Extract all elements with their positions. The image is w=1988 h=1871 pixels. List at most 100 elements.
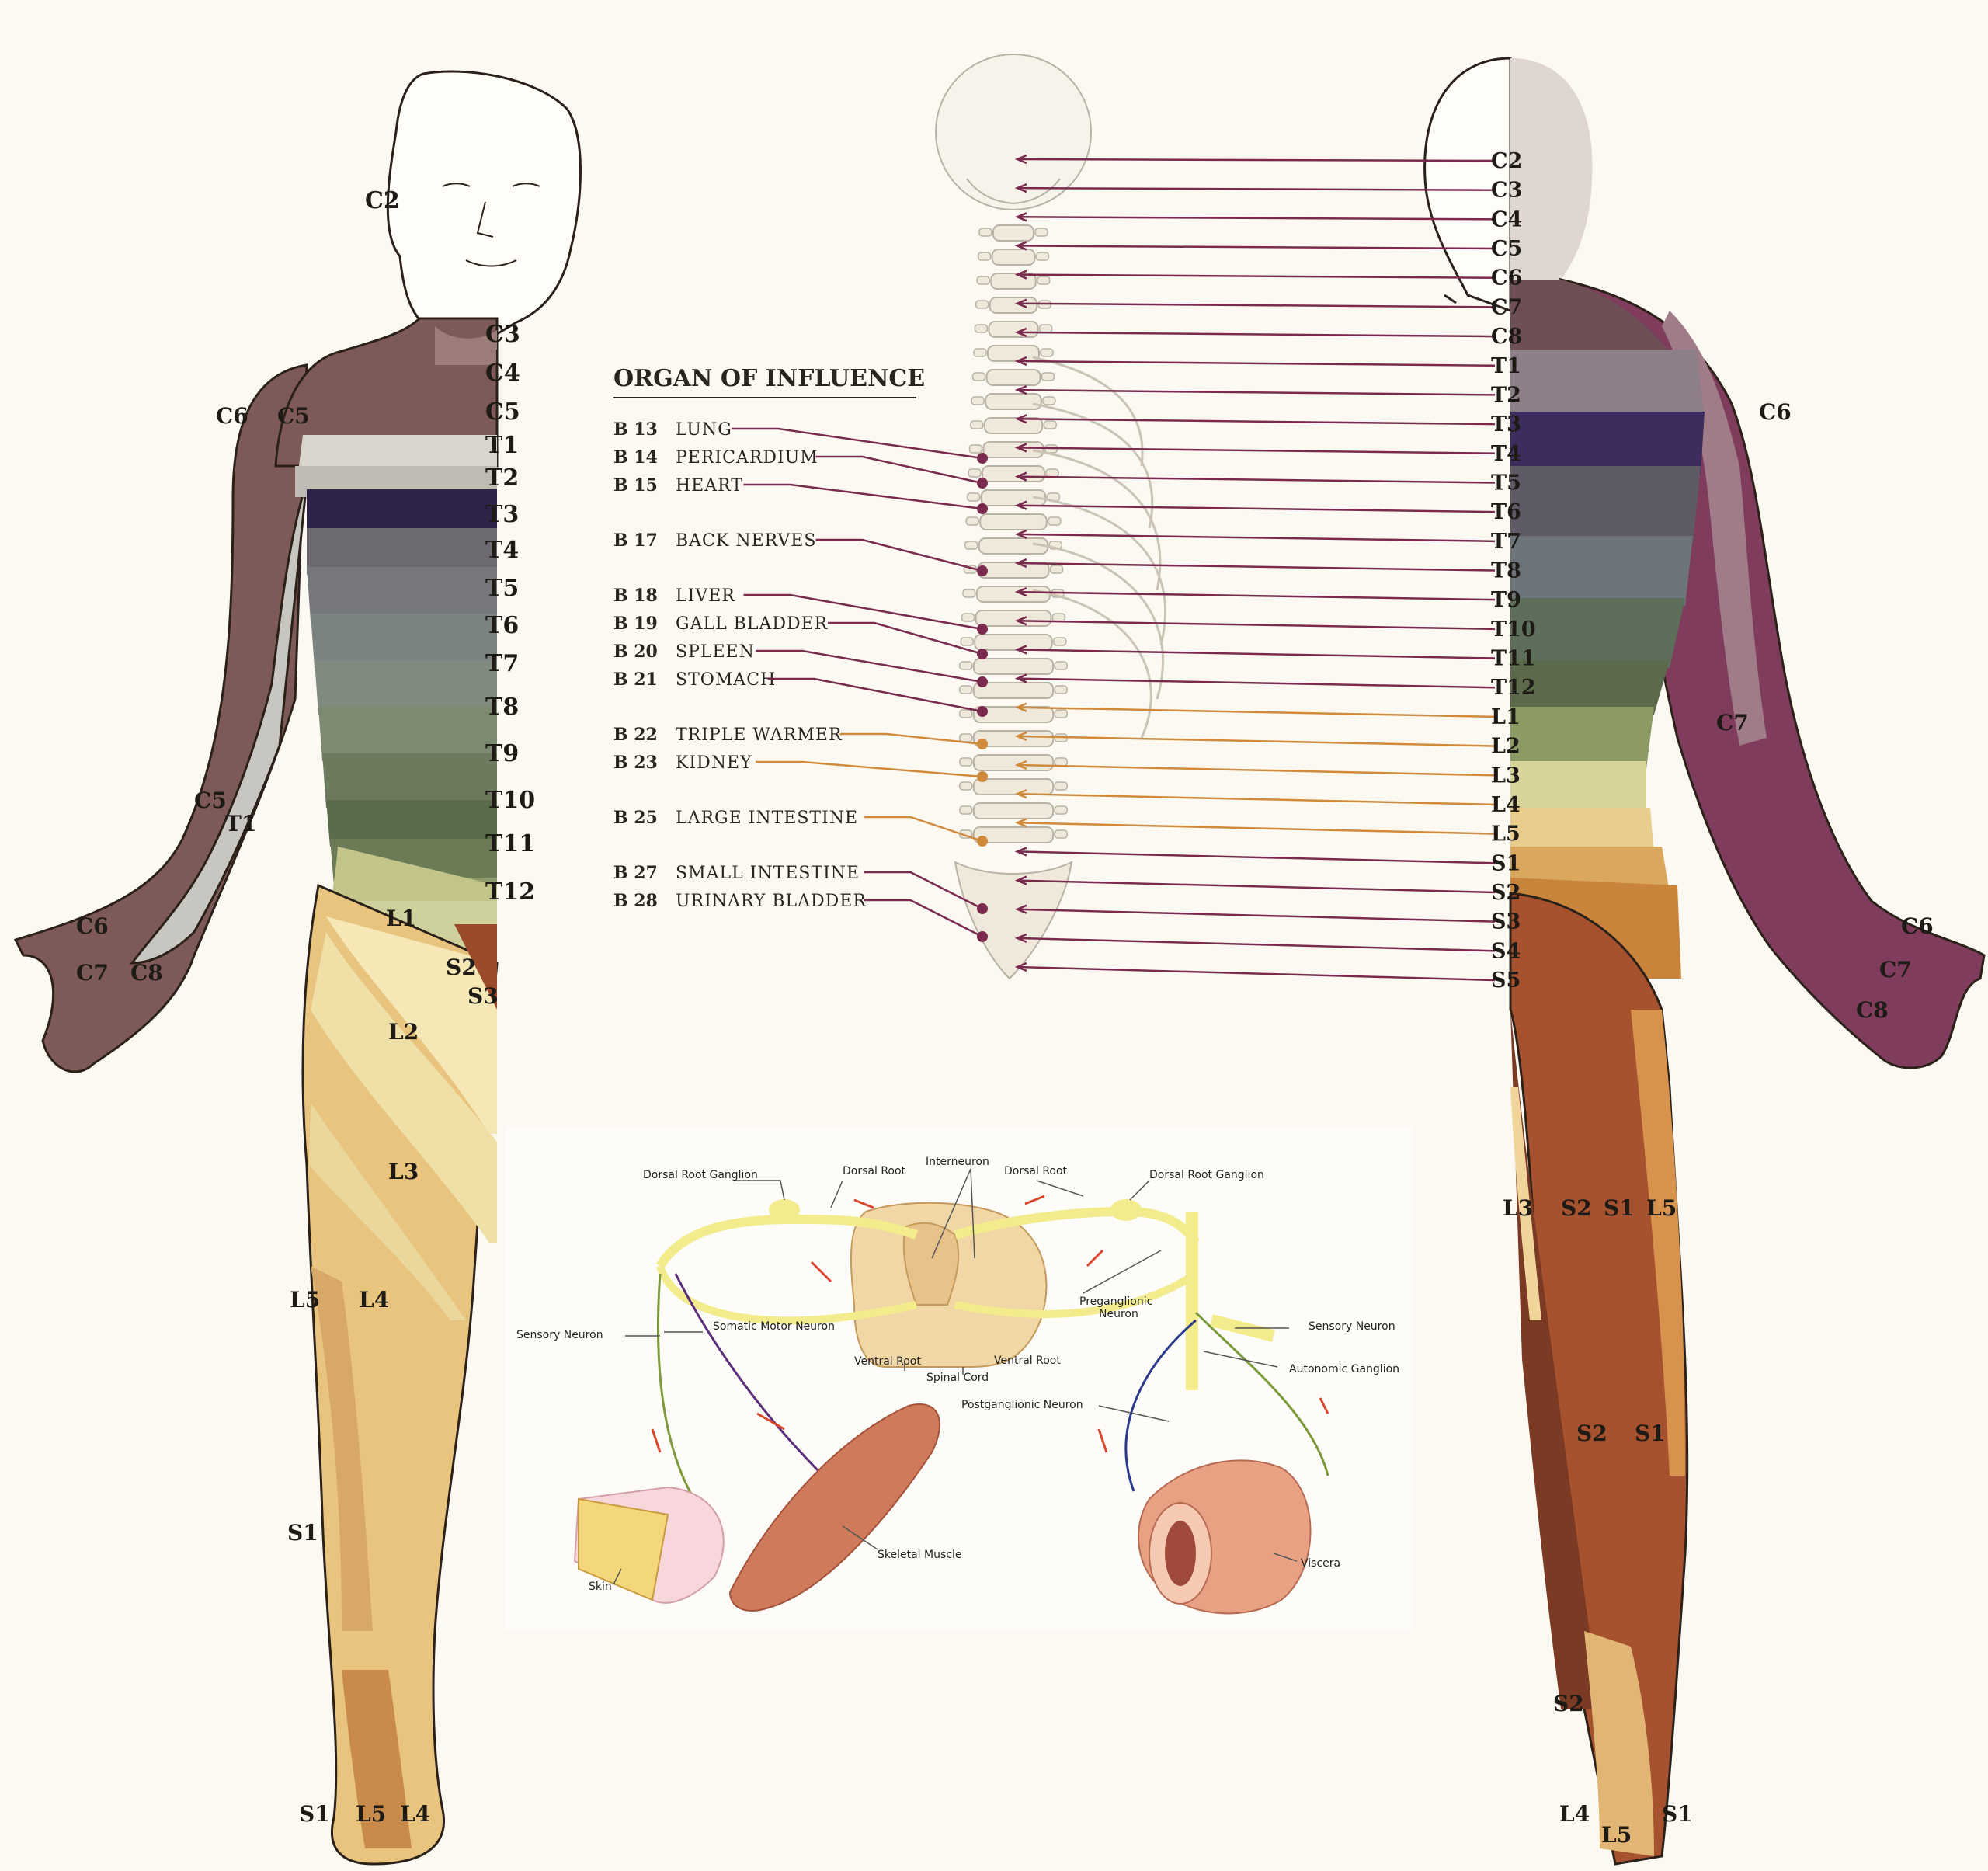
front-label-s1f: S1 [299, 1801, 330, 1827]
level-arrowhead [1014, 933, 1027, 944]
back-label-s2c: S2 [1553, 1691, 1584, 1716]
front-label-c4: C4 [485, 360, 520, 387]
front-label-t4: T4 [485, 537, 519, 564]
front-label-l5f: L5 [356, 1801, 386, 1827]
back-label-c6: C6 [1759, 399, 1792, 425]
level-arrowhead [1014, 731, 1027, 742]
organ-connector-line [864, 899, 983, 938]
level-line [1017, 216, 1496, 221]
level-arrowhead [1014, 356, 1027, 367]
front-label-c2: C2 [365, 187, 400, 214]
back-level-t11: T11 [1491, 647, 1536, 671]
autonomic-ganglion-label: Autonomic Ganglion [1289, 1363, 1399, 1375]
viscera-label: Viscera [1301, 1557, 1340, 1570]
organ-connector-line [743, 593, 983, 631]
level-line [1017, 562, 1496, 572]
organ-point-dot [977, 503, 988, 514]
back-level-c4: C4 [1491, 207, 1522, 231]
organ-name: BACK NERVES [676, 531, 816, 551]
organ-code: B 27 [613, 863, 658, 883]
organ-connector-line [756, 760, 983, 778]
back-label-l5: L5 [1646, 1195, 1677, 1221]
level-line [1017, 677, 1496, 689]
back-label-s2: S2 [1561, 1195, 1592, 1221]
back-label-s2b: S2 [1576, 1421, 1607, 1446]
front-label-l1: L1 [386, 906, 416, 931]
level-line [1017, 533, 1496, 543]
front-label-l4: L4 [359, 1287, 389, 1313]
front-label-t8: T8 [485, 694, 519, 721]
back-label-c7h: C7 [1879, 957, 1912, 982]
organ-point-dot [977, 706, 988, 717]
organ-point-dot [977, 478, 988, 489]
back-level-l2: L2 [1491, 735, 1521, 759]
dorsal-root-ganglion-left-label: Dorsal Root Ganglion [643, 1169, 758, 1181]
organ-connector-line [815, 538, 983, 572]
level-line [1017, 706, 1496, 718]
dorsal-root-ganglion-right-label: Dorsal Root Ganglion [1149, 1169, 1264, 1181]
back-level-t10: T10 [1491, 617, 1536, 642]
organ-point-dot [977, 676, 988, 687]
front-label-c8: C8 [130, 960, 163, 986]
front-label-t3: T3 [485, 501, 519, 528]
level-arrowhead [1014, 212, 1027, 222]
level-line [1017, 792, 1496, 806]
level-arrowhead [1014, 904, 1027, 914]
sensory-neuron-right-label: Sensory Neuron [1309, 1320, 1395, 1333]
back-level-s1: S1 [1491, 851, 1521, 875]
organ-connector-line [743, 483, 983, 510]
spinal-cord-label: Spinal Cord [926, 1372, 989, 1384]
front-label-t7: T7 [485, 650, 519, 677]
front-label-c6a: C6 [216, 403, 248, 429]
front-label-t1: T1 [485, 432, 519, 459]
organ-code: B 20 [613, 642, 658, 662]
level-arrowhead [1014, 586, 1027, 597]
back-level-s4: S4 [1491, 939, 1521, 963]
back-level-c3: C3 [1491, 179, 1522, 203]
level-arrowhead [1014, 500, 1027, 510]
back-level-c5: C5 [1491, 237, 1522, 261]
organ-code: B 19 [613, 614, 658, 634]
organ-connector-line [756, 649, 983, 683]
level-line [1017, 850, 1496, 864]
front-label-l3: L3 [388, 1159, 419, 1184]
organ-connector-line [732, 427, 983, 460]
back-level-c6: C6 [1491, 266, 1522, 290]
front-label-c5b: C5 [194, 788, 227, 813]
level-line [1017, 418, 1496, 426]
back-level-t12: T12 [1491, 676, 1536, 700]
front-label-t1b: T1 [225, 811, 256, 836]
back-level-c2: C2 [1491, 149, 1522, 173]
level-arrowhead [1014, 962, 1027, 972]
level-arrowhead [1014, 616, 1027, 626]
organ-point-dot [977, 739, 988, 749]
back-level-t6: T6 [1491, 500, 1521, 524]
organ-point-dot [977, 771, 988, 782]
level-arrowhead [1014, 183, 1027, 193]
organ-name: TRIPLE WARMER [676, 725, 843, 745]
level-line [1017, 475, 1496, 484]
level-line [1017, 360, 1496, 367]
organ-name: LIVER [676, 586, 735, 606]
front-label-c6b: C6 [76, 913, 109, 939]
back-level-c7: C7 [1491, 295, 1522, 319]
organ-connector-line [815, 455, 983, 485]
organ-point-dot [977, 649, 988, 659]
organ-code: B 25 [613, 808, 658, 828]
organ-code: B 23 [613, 753, 658, 773]
front-body-figure [13, 70, 582, 1866]
back-level-s5: S5 [1491, 969, 1521, 993]
back-level-l4: L4 [1491, 793, 1521, 817]
organ-code: B 18 [613, 586, 658, 606]
front-label-t2: T2 [485, 464, 519, 492]
organ-name: GALL BLADDER [676, 614, 829, 634]
level-line [1017, 590, 1496, 601]
back-level-s3: S3 [1491, 910, 1521, 934]
organ-code: B 14 [613, 447, 658, 468]
back-level-t3: T3 [1491, 412, 1521, 436]
level-line [1017, 447, 1496, 455]
